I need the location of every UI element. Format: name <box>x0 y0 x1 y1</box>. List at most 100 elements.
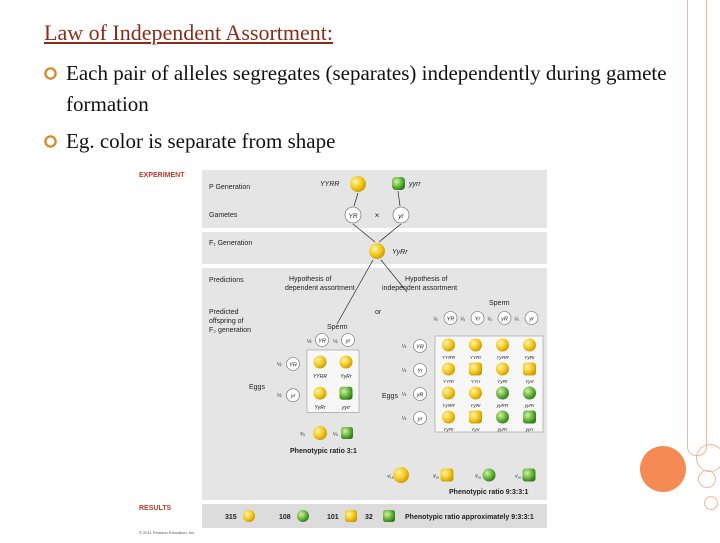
yellow-round-pea-icon <box>442 386 455 400</box>
arrow <box>397 190 401 207</box>
big-ratio-row: ⁹⁄₁₆ ³⁄₁₆ ³⁄₁₆ ¹⁄₁₆ <box>387 467 536 483</box>
yellow-wrinkled-pea-icon <box>523 362 536 376</box>
count-label: 108 <box>279 514 291 521</box>
fraction-label: ½ <box>307 338 312 345</box>
arrow <box>378 223 402 243</box>
fraction-label: ³⁄₁₆ <box>475 474 482 480</box>
green-wrinkled-pea-icon <box>522 468 536 482</box>
decorative-circle <box>640 446 686 492</box>
bullet-text: Eg. color is separate from shape <box>66 129 336 153</box>
fraction-label: ³⁄₁₆ <box>433 474 440 480</box>
parent2-genotype: yyrr <box>408 181 421 188</box>
f1-label: F₁ Generation <box>209 240 252 247</box>
copyright-label: © 2011 Pearson Education, Inc. <box>139 530 195 535</box>
predicted-offspring-label: Predicted offspring of F₂ generation <box>209 309 251 334</box>
count-label: 32 <box>365 514 373 521</box>
gamete1-label: YR <box>348 213 357 220</box>
fraction-label: ½ <box>333 338 338 345</box>
gamete-label: yr <box>345 338 352 344</box>
yellow-round-pea-icon <box>313 426 327 440</box>
genotype-label: YYrr <box>471 379 481 385</box>
green-round-pea-icon <box>496 386 509 400</box>
gamete-icon <box>413 411 427 425</box>
fraction-label: ¼ <box>402 392 407 398</box>
yellow-round-pea-icon <box>369 243 385 259</box>
fraction-label: ¼ <box>402 416 407 422</box>
fraction-label: ¼ <box>402 344 407 350</box>
gamete-label: yR <box>500 316 508 322</box>
fraction-label: ¼ <box>461 317 466 323</box>
experiment-label: EXPERIMENT <box>139 172 185 179</box>
pred-line2: offspring of <box>209 318 244 325</box>
gamete-label: YR <box>318 338 326 344</box>
genotype-label: YYRR <box>313 374 327 380</box>
gamete-icon <box>413 339 427 353</box>
gamete-label: Yr <box>475 316 482 322</box>
gamete-icon <box>524 311 539 325</box>
yellow-round-pea-icon <box>339 355 353 369</box>
gamete-icon <box>497 311 512 325</box>
small-ratio-label: Phenotypic ratio 3:1 <box>290 448 357 455</box>
genotype-label: yyrr <box>525 427 534 433</box>
yellow-wrinkled-pea-icon <box>469 362 482 376</box>
genotype-label: YyRr <box>314 405 325 411</box>
green-round-pea-icon <box>523 386 536 400</box>
gamete-label: yr <box>528 316 535 322</box>
genotype-label: Yyrr <box>471 427 480 433</box>
pred-line1: Predicted <box>209 309 239 316</box>
p-generation-panel <box>202 170 547 228</box>
genotype-label: yyRr <box>524 403 535 409</box>
big-ratio-label: Phenotypic ratio 9:3:3:1 <box>449 489 528 496</box>
decorative-ring <box>696 444 720 472</box>
fraction-label: ¼ <box>402 368 407 374</box>
genotype-label: Yyrr <box>525 379 534 385</box>
yellow-wrinkled-pea-icon <box>345 510 357 522</box>
count-label: 315 <box>225 514 237 521</box>
gamete-icon <box>286 388 300 402</box>
yellow-round-pea-icon <box>469 386 482 400</box>
genotype-label: YyRR <box>442 403 455 409</box>
sperm-label-big: Sperm <box>489 300 510 307</box>
arrow <box>353 192 359 207</box>
fraction-label: ⁹⁄₁₆ <box>387 474 394 480</box>
eggs-label-big: Eggs <box>382 393 398 400</box>
hyp-dep-line2: dependent assortment <box>285 285 355 292</box>
yellow-round-pea-icon <box>496 362 509 376</box>
genotype-label: YYRr <box>443 379 455 385</box>
parent1-genotype: YYRR <box>320 181 339 188</box>
gamete-label: yr <box>290 394 297 400</box>
hyp-ind-line1: Hypothesis of <box>405 276 447 283</box>
yellow-round-pea-icon <box>350 176 366 192</box>
fraction-label: ¼ <box>515 317 520 323</box>
yellow-round-pea-icon <box>523 338 536 352</box>
bullet-text: Each pair of alleles segregates (separat… <box>66 61 667 116</box>
gametes-label: Gametes <box>209 212 238 219</box>
hypothesis-independent: Hypothesis of independent assortment <box>382 276 457 292</box>
gamete-yr-icon <box>344 206 362 224</box>
yellow-round-pea-icon <box>469 338 482 352</box>
yellow-round-pea-icon <box>393 467 409 483</box>
yellow-round-pea-icon <box>442 338 455 352</box>
fraction-label: ¹⁄₁₆ <box>515 474 522 480</box>
hyp-dep-line1: Hypothesis of <box>289 276 331 283</box>
fraction-label: ¼ <box>434 317 439 323</box>
big-sperm-header: ¼ YR ¼ Yr ¼ yR ¼ yr <box>434 311 539 325</box>
gamete-icon <box>413 387 427 401</box>
hyp-ind-line2: independent assortment <box>382 285 457 292</box>
arrow <box>336 259 374 325</box>
circle-bullet-icon <box>44 135 57 148</box>
gamete-label: Yr <box>417 368 424 374</box>
fraction-label: ¾ <box>300 432 305 438</box>
yellow-wrinkled-pea-icon <box>469 410 482 424</box>
genotype-label: YyRr <box>443 427 454 433</box>
hypothesis-dependent: Hypothesis of dependent assortment <box>285 276 355 292</box>
yellow-round-pea-icon <box>243 510 255 522</box>
genotype-label: YYRr <box>470 355 482 361</box>
fraction-label: ¼ <box>488 317 493 323</box>
green-round-pea-icon <box>496 410 509 424</box>
decorative-ring <box>704 496 718 510</box>
gamete-label: YR <box>447 316 455 322</box>
